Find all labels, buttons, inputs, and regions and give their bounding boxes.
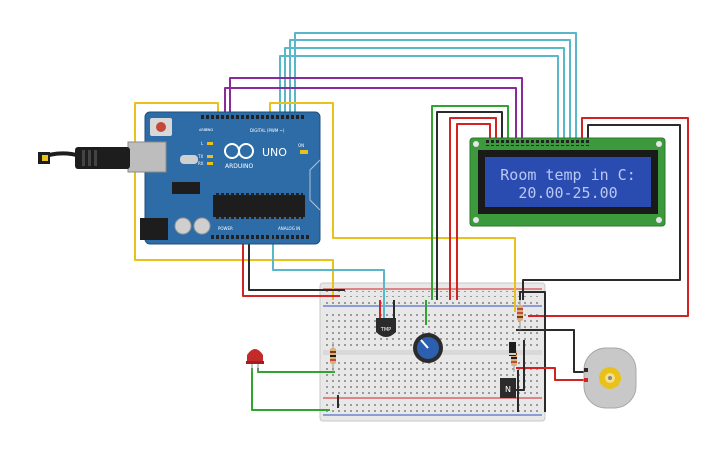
wire-yellow-motor[interactable] <box>269 102 516 312</box>
power-header <box>210 233 270 240</box>
rx-label: RX <box>198 161 204 166</box>
wire-cyan-d4[interactable] <box>284 47 565 140</box>
wires <box>134 32 689 412</box>
wire-red-5v[interactable] <box>242 240 340 297</box>
led-l <box>207 142 213 145</box>
red-led[interactable] <box>246 349 264 372</box>
usb-port <box>127 141 167 173</box>
digital-label: DIGITAL (PWM ~) <box>250 128 285 133</box>
wire-cyan-a0[interactable] <box>272 240 385 318</box>
wire-purple-rs[interactable] <box>229 77 523 140</box>
power-label: POWER <box>218 226 233 231</box>
regulator <box>172 182 200 194</box>
wire-green-contrast[interactable] <box>431 105 509 300</box>
wire-red-motor[interactable] <box>516 367 585 381</box>
dc-motor[interactable] <box>583 347 637 409</box>
lcd-display: Room temp in C: 20.00-25.00 <box>469 137 666 227</box>
temperature-sensor[interactable]: TMP <box>376 318 396 337</box>
wire-black-motor[interactable] <box>516 329 585 373</box>
lcd-line-2: 20.00-25.00 <box>518 184 617 202</box>
wire-black-gnd[interactable] <box>248 240 345 291</box>
wire-yellow-led[interactable] <box>134 102 334 300</box>
wire-black-lcd-k[interactable] <box>522 124 681 300</box>
red-led-icon <box>247 349 263 362</box>
wire-black-right-rail[interactable] <box>519 291 546 412</box>
lcd-header <box>485 140 590 146</box>
wire-black-lcd-vss[interactable] <box>436 111 503 300</box>
capacitor-2 <box>193 217 211 235</box>
arduino-model: UNO <box>262 146 287 159</box>
transistor-label: N <box>505 385 511 394</box>
potentiometer[interactable] <box>413 333 443 363</box>
wire-green-led-cathode[interactable] <box>251 368 330 411</box>
arduino-logo-icon <box>224 143 254 159</box>
tmp-label: TMP <box>380 327 391 333</box>
gnd-label: GND <box>205 128 213 132</box>
wire-red-lcd-rw[interactable] <box>456 123 491 300</box>
arduino-uno[interactable]: ARDUINO UNO DIGITAL (PWM ~) POWER ANALOG… <box>127 111 321 245</box>
crystal <box>180 155 198 164</box>
wire-cyan-d7[interactable] <box>279 55 559 140</box>
wire-purple-en[interactable] <box>224 87 517 140</box>
resistor-lcd[interactable] <box>517 300 523 330</box>
on-label: ON <box>298 143 304 148</box>
arduino-brand: ARDUINO <box>225 163 254 170</box>
digital-header <box>200 114 305 121</box>
npn-transistor[interactable]: N <box>500 378 516 398</box>
wire-cyan-d6[interactable] <box>294 32 577 140</box>
led-on <box>300 150 308 154</box>
lcd-line-1: Room temp in C: <box>500 166 635 184</box>
capacitor-1 <box>174 217 192 235</box>
analog-label: ANALOG IN <box>278 226 300 231</box>
power-jack <box>140 218 168 240</box>
led-tx <box>207 155 213 158</box>
resistor-led[interactable] <box>330 342 336 372</box>
aref-label: AREF <box>199 128 208 132</box>
led-rx <box>207 162 213 165</box>
analog-header <box>272 233 310 240</box>
reset-button-icon <box>156 122 166 132</box>
diode[interactable] <box>509 342 516 356</box>
tx-label: TX <box>197 154 203 159</box>
l-label: L <box>201 141 204 146</box>
usb-plug-icon <box>38 152 50 164</box>
usb-cable[interactable] <box>38 147 130 169</box>
wire-red-lcd-vdd[interactable] <box>449 117 497 300</box>
atmega-chip <box>213 195 305 217</box>
lcd-screen <box>485 157 651 207</box>
wire-red-lcd-a[interactable] <box>528 117 689 317</box>
